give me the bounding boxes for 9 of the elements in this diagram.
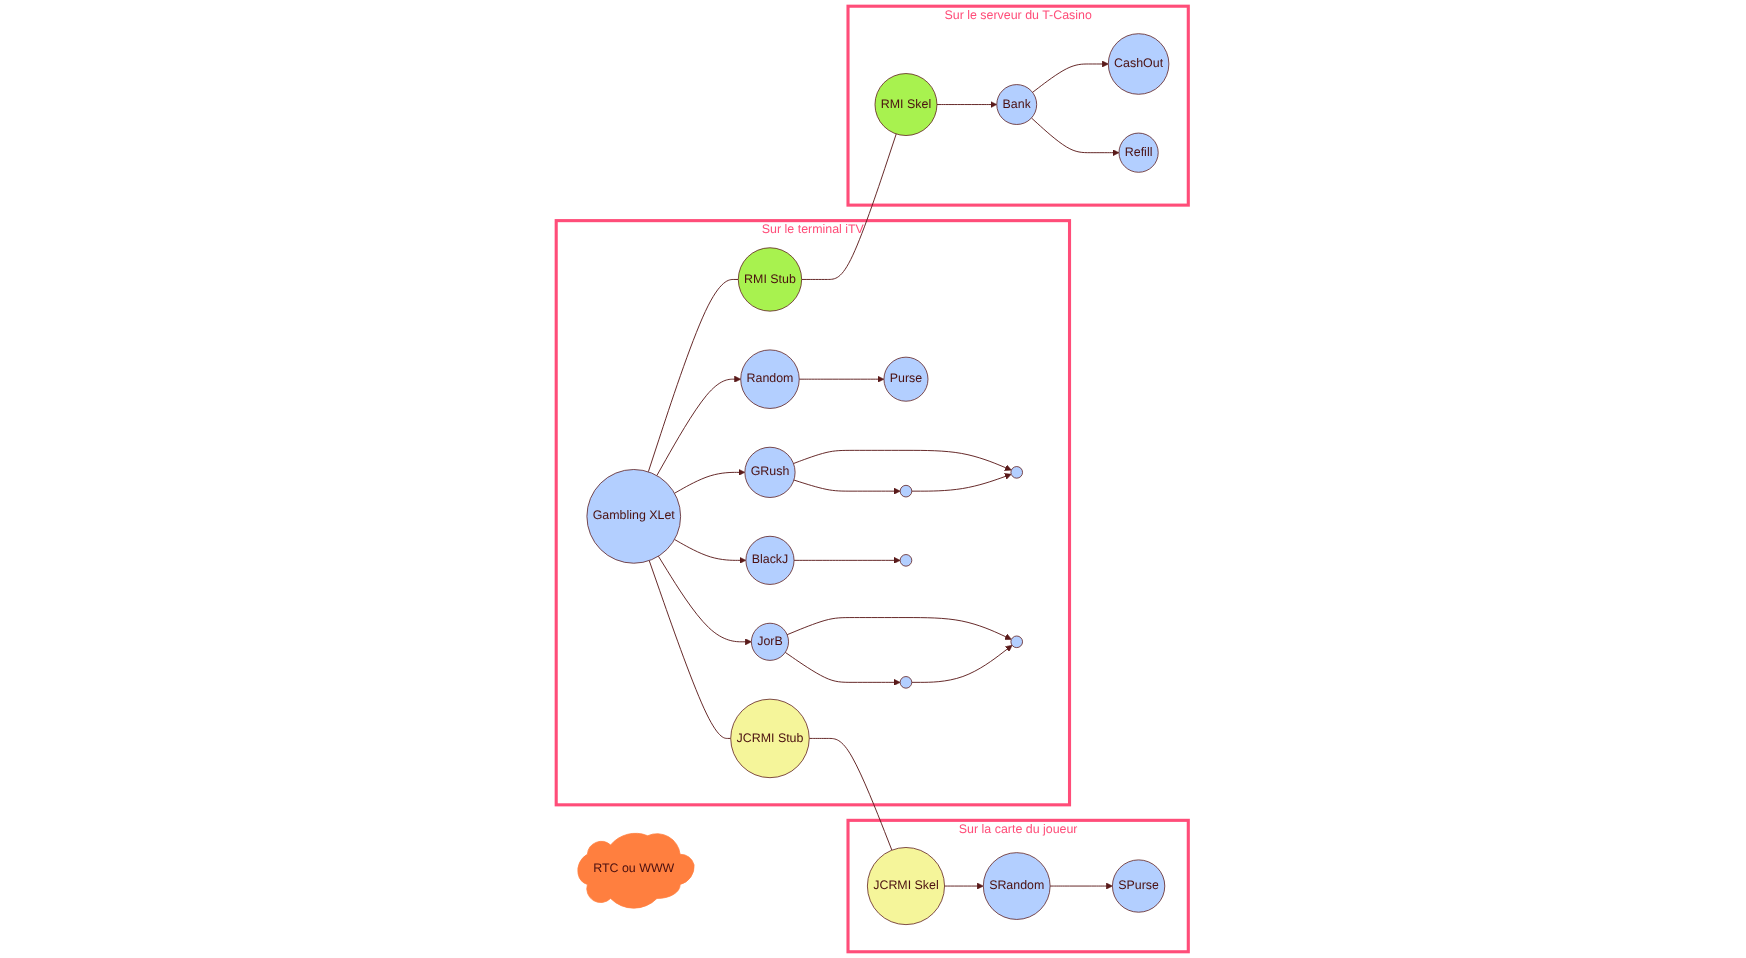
connector: [801, 133, 898, 280]
connector: [809, 737, 894, 851]
connector: [648, 279, 740, 473]
node-circle: [900, 484, 913, 498]
node-circle: [900, 676, 913, 689]
connector: [649, 560, 732, 739]
node-circle: [1011, 635, 1024, 648]
node-circle: [1011, 466, 1024, 479]
node-circle: [900, 554, 913, 567]
